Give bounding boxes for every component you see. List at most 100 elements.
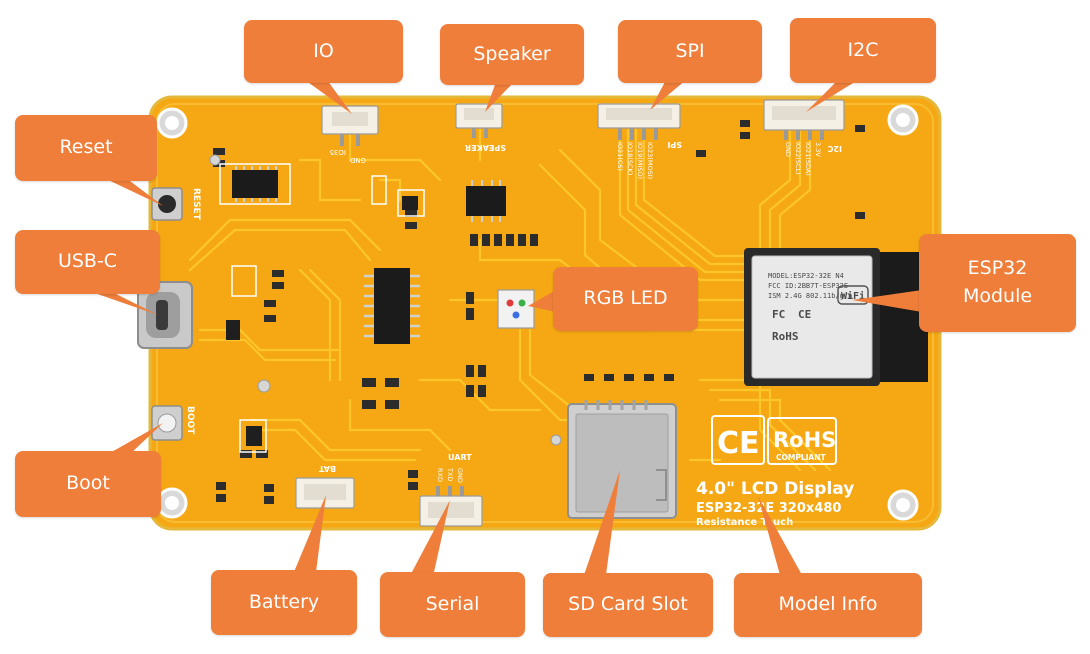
rohs-mark-box xyxy=(767,417,837,465)
mounting-hole-tr xyxy=(887,104,919,136)
module-line-0: MODEL:ESP32-32E N4 xyxy=(768,272,844,280)
module-rohs: RoHS xyxy=(772,330,799,343)
boot-switch: BOOT xyxy=(151,405,195,441)
callout-serial: Serial xyxy=(380,572,525,637)
pointer-i2c xyxy=(806,80,858,112)
pointer-speaker xyxy=(485,82,514,112)
pointer-boot xyxy=(108,423,163,454)
silk-title: 4.0" LCD Display xyxy=(696,479,854,499)
silk-io35: IO35 xyxy=(330,148,346,156)
pointer-sd-card xyxy=(584,470,620,575)
mounting-hole-bl xyxy=(156,487,188,519)
callout-spi-label: SPI xyxy=(675,39,705,62)
rgb-led xyxy=(497,289,535,329)
callout-io: IO xyxy=(244,20,403,83)
silk-i2c-pin-0: GND xyxy=(784,142,792,157)
silk-i2c-pin-2: IO21(SDA) xyxy=(804,142,812,176)
mounting-holes xyxy=(156,104,919,521)
pointer-spi xyxy=(650,80,686,110)
leader-lines xyxy=(86,80,922,575)
pointer-model-info xyxy=(758,496,802,575)
callout-serial-label: Serial xyxy=(425,592,480,615)
silk-rohs-compliant: COMPLIANT xyxy=(776,453,826,462)
silk-speaker: SPEAKER xyxy=(465,143,506,152)
pointer-battery xyxy=(294,495,326,572)
sd-card-slot xyxy=(567,400,677,519)
silk-reset: RESET xyxy=(191,188,201,221)
pcb-traces xyxy=(188,128,832,472)
callout-esp32-label-2: Module xyxy=(962,285,1033,307)
ic-chips xyxy=(219,163,506,344)
pointer-serial xyxy=(412,500,450,572)
connector-battery: BAT xyxy=(295,464,355,509)
silk-spi: SPI xyxy=(667,140,682,149)
chip-main-soic xyxy=(364,268,420,344)
callout-i2c-label: I2C xyxy=(847,38,879,61)
callout-reset: Reset xyxy=(15,115,157,181)
callout-reset-label: Reset xyxy=(59,136,113,159)
module-fc: FC xyxy=(772,308,785,321)
silk-spi-pin-1: IO18(SCK) xyxy=(626,142,634,175)
chip-usb-uart xyxy=(219,163,291,205)
pointer-usbc xyxy=(86,290,158,315)
connector-spi: SPI IO21(CS) IO18(SCK) IO19(MISO) IO23(M… xyxy=(597,103,682,179)
ce-mark-box xyxy=(711,415,765,465)
callout-i2c: I2C xyxy=(790,18,936,83)
callout-boot: Boot xyxy=(15,451,161,517)
callout-usbc-label: USB-C xyxy=(57,250,118,273)
silk-spi-pin-0: IO21(CS) xyxy=(616,142,624,171)
silk-uart-pin-1: TXD xyxy=(446,467,454,481)
silk-uart-pin-0: RXD xyxy=(436,468,444,482)
callout-esp32-label-1: ESP32 xyxy=(967,257,1028,280)
silk-io-gnd: GND xyxy=(350,156,366,164)
connector-i2c: I2C GND IO22(SCL) IO21(SDA) 3.3V xyxy=(763,99,845,176)
callout-spi: SPI xyxy=(618,20,762,83)
silk-rohs: RoHS xyxy=(773,428,836,452)
passive-components xyxy=(209,120,865,504)
usbc-port xyxy=(137,281,193,349)
callout-battery: Battery xyxy=(211,570,357,635)
callout-rgb-led-label: RGB LED xyxy=(583,287,668,310)
callout-model-info: Model Info xyxy=(734,573,922,637)
pointer-rgb-led xyxy=(528,290,556,312)
module-line-1: FCC ID:2BB7T-ESP32E xyxy=(768,282,848,290)
silk-uart: UART xyxy=(448,453,472,462)
silk-touch: Resistance Touch xyxy=(696,517,793,528)
mounting-hole-tl xyxy=(156,107,188,139)
callout-usbc: USB-C xyxy=(15,230,160,294)
connector-serial: UART RXD TXD GND xyxy=(419,453,483,527)
pointer-io xyxy=(305,80,352,114)
module-line-2: ISM 2.4G 802.11b/g/n xyxy=(768,292,852,300)
callout-speaker-label: Speaker xyxy=(473,42,551,65)
mounting-hole-br xyxy=(887,489,919,521)
silk-model: ESP32-32E 320x480 xyxy=(696,501,841,516)
silk-spi-pin-3: IO23(MOSI) xyxy=(646,142,654,179)
silk-spi-pin-2: IO19(MISO) xyxy=(636,142,644,179)
pointer-reset xyxy=(104,178,163,206)
module-ce: CE xyxy=(798,308,811,321)
esp32-module: WiFi MODEL:ESP32-32E N4 FCC ID:2BB7T-ESP… xyxy=(744,248,928,386)
callout-model-info-label: Model Info xyxy=(778,593,878,616)
callout-sd-card-label: SD Card Slot xyxy=(568,593,688,616)
callout-speaker: Speaker xyxy=(440,24,584,85)
callout-boot-label: Boot xyxy=(66,472,110,495)
callout-sd-card: SD Card Slot xyxy=(543,573,713,637)
board-titles: 4.0" LCD Display ESP32-32E 320x480 Resis… xyxy=(696,479,854,528)
callout-esp32: ESP32 Module xyxy=(919,234,1076,332)
silk-uart-pin-2: GND xyxy=(456,468,464,483)
silk-bat: BAT xyxy=(318,464,336,473)
silk-i2c-pin-1: IO22(SCL) xyxy=(794,142,802,175)
reset-switch: RESET xyxy=(151,187,201,221)
callout-rgb-led: RGB LED xyxy=(553,267,698,331)
silk-i2c: I2C xyxy=(827,144,842,153)
chip-audio-amp xyxy=(466,180,506,222)
connector-io: IO35 GND xyxy=(321,105,379,164)
silk-boot: BOOT xyxy=(185,406,195,435)
callout-battery-label: Battery xyxy=(248,590,320,613)
silk-i2c-pin-3: 3.3V xyxy=(814,142,822,157)
silk-ce: CE xyxy=(717,426,760,461)
certification-marks: CE RoHS COMPLIANT xyxy=(711,415,837,465)
callout-io-label: IO xyxy=(313,39,334,62)
